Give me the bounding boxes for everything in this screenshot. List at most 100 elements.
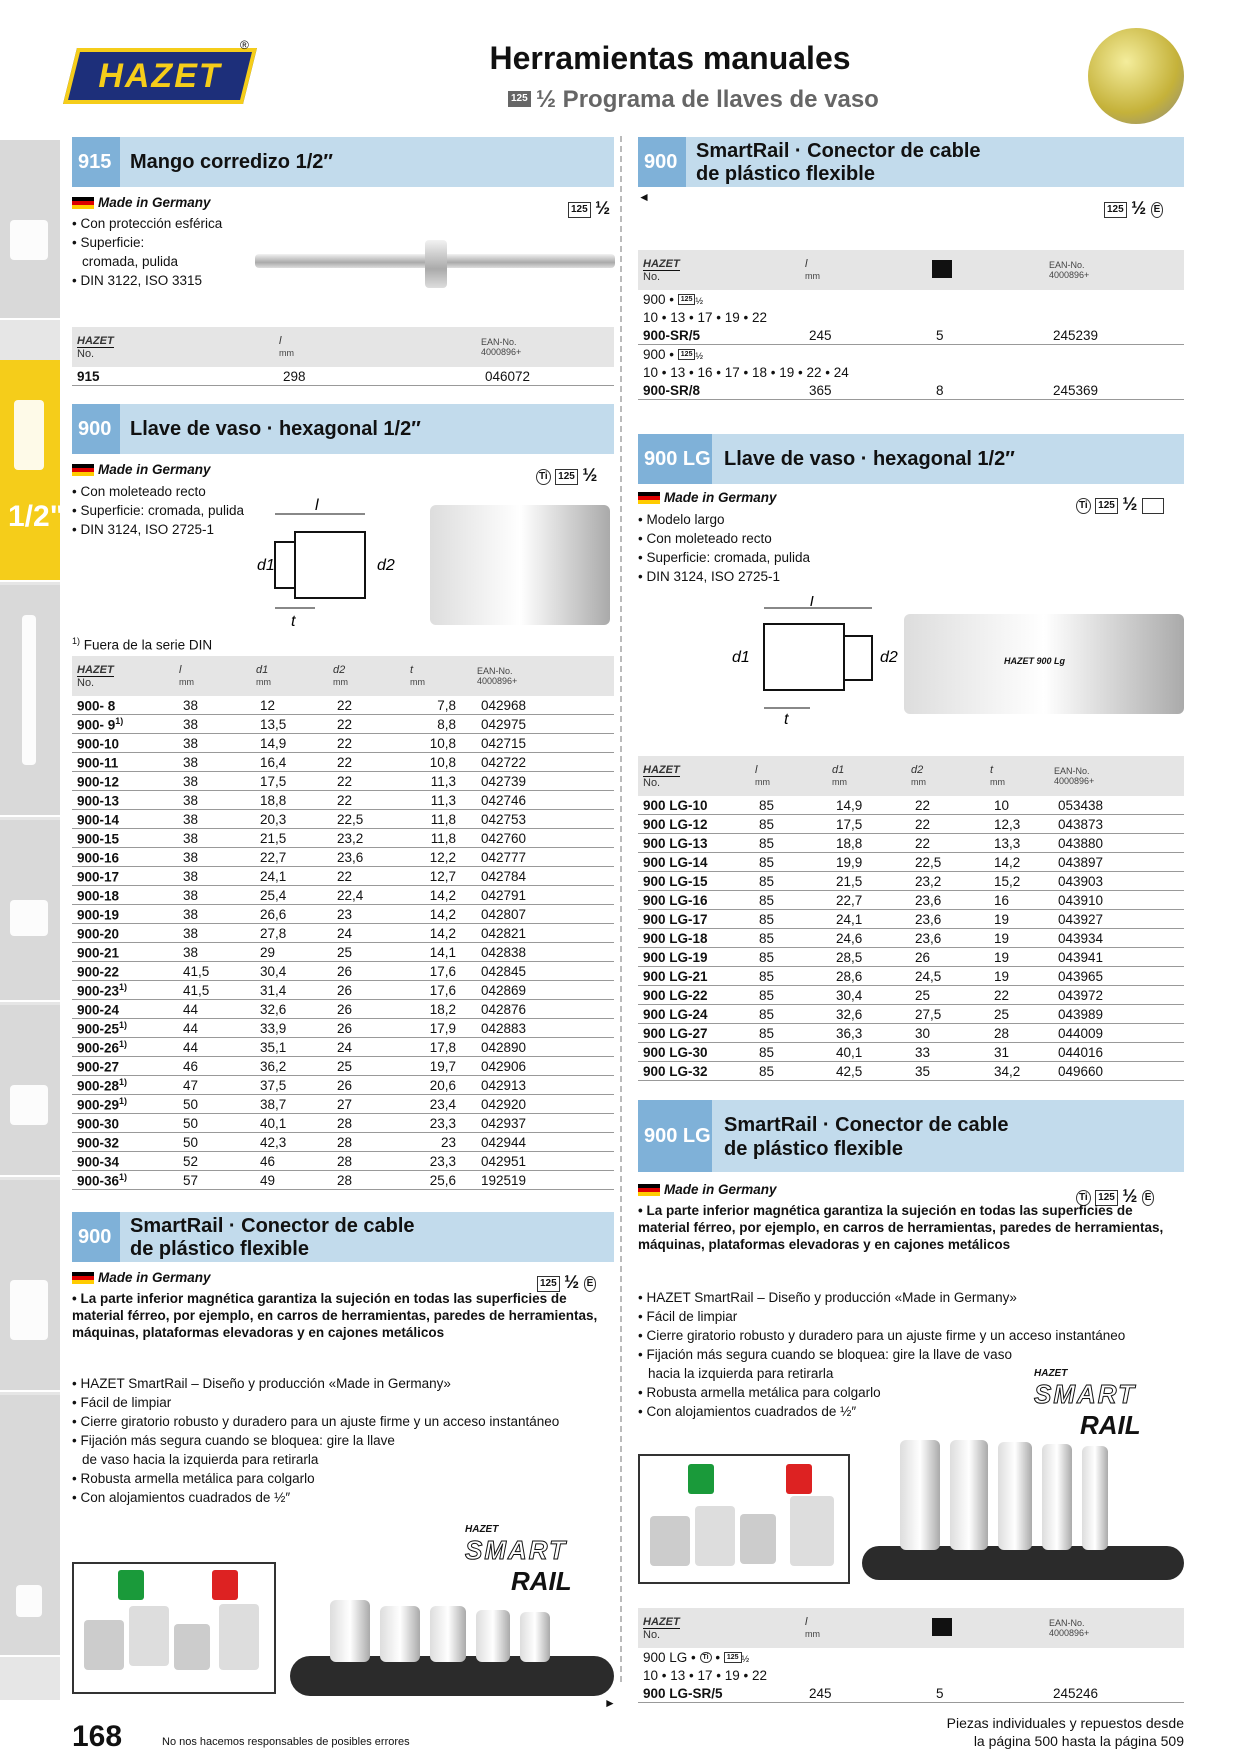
drive-badge: Ti 125 ½ E — [1076, 1186, 1155, 1207]
back-arrow[interactable]: ◄ — [638, 190, 650, 204]
socket-illustration — [740, 1514, 776, 1564]
sidebar-tab-half-inch[interactable]: 1/2" — [0, 360, 64, 582]
table-row: 900 LG-SR/5 245 5 245246 — [638, 1684, 1184, 1703]
hazet-logo: HAZET — [63, 48, 257, 104]
socket-illustration — [695, 1506, 735, 1566]
sidebar-tab-cart[interactable] — [0, 1180, 60, 1392]
socket-icon — [14, 400, 44, 470]
smartrail-lock-diagram — [72, 1562, 276, 1694]
page-subtitle: ½ Programa de llaves de vaso — [536, 86, 879, 113]
table-row: 10 • 13 • 17 • 19 • 22 — [643, 309, 767, 325]
din-icon — [1141, 497, 1164, 514]
svg-text:d2: d2 — [880, 649, 898, 666]
made-in-germany: Made in Germany — [638, 490, 777, 505]
drive-badge: Ti 125 ½ — [536, 465, 597, 486]
info-icon — [16, 1585, 42, 1617]
germany-flag-icon — [72, 464, 94, 477]
extension-icon — [22, 615, 36, 765]
smartrail-magnet-text: • La parte inferior magnética garantiza … — [72, 1291, 598, 1340]
long-socket-photo — [900, 1440, 940, 1550]
quantity-icon — [932, 1617, 952, 1636]
spare-parts-note: Piezas individuales y repuestos desde la… — [946, 1715, 1184, 1749]
socket-illustration — [650, 1516, 690, 1566]
drive-badge: Ti 125 ½ — [1076, 494, 1164, 515]
socket-illustration — [84, 1620, 124, 1670]
socket-illustration — [174, 1624, 210, 1670]
socket-photo — [520, 1612, 550, 1662]
cart-icon — [10, 1280, 48, 1340]
socket-dimension-drawing: l t d1 d2 — [257, 498, 395, 628]
section-header-900lg-smartrail: 900 LG SmartRail · Conector de cable de … — [638, 1100, 1184, 1172]
section-header-915: 915 Mango corredizo 1/2″ — [72, 137, 614, 187]
made-in-germany: Made in Germany — [638, 1182, 777, 1197]
hex-socket-photo — [430, 505, 610, 625]
lock-icon — [212, 1570, 238, 1600]
page-number: 168 — [72, 1720, 123, 1753]
made-in-germany: Made in Germany — [72, 462, 211, 477]
long-socket-photo — [950, 1440, 988, 1550]
table-row: 900-SR/5 245 5 245239 — [638, 326, 1184, 345]
disclaimer: No nos hacemos responsables de posibles … — [162, 1736, 410, 1748]
footnote-din: 1) Fuera de la serie DIN — [72, 636, 213, 653]
socket-photo — [380, 1606, 420, 1662]
sidebar-tab-extension[interactable] — [0, 585, 60, 817]
features-900lg: • Modelo largo • Con moleteado recto • S… — [638, 512, 811, 584]
smartrail-lock-diagram — [638, 1454, 850, 1584]
sidebar-tab-tools[interactable] — [0, 140, 60, 320]
column-divider — [620, 136, 622, 1682]
socket-photo — [430, 1606, 466, 1662]
quantity-icon — [932, 259, 952, 278]
svg-text:d1: d1 — [257, 557, 275, 574]
unlock-icon — [118, 1570, 144, 1600]
smartrail-rail-image — [862, 1546, 1184, 1580]
page-title: Herramientas manuales — [489, 40, 851, 76]
smartrail-logo: HAZET SMART RAIL — [465, 1524, 572, 1596]
mechanic-icon — [10, 1085, 48, 1125]
germany-flag-icon — [638, 492, 660, 505]
long-socket-dimension-drawing: l t d1 d2 — [732, 596, 898, 726]
sidebar-tab-power[interactable] — [0, 820, 60, 1002]
svg-text:t: t — [291, 613, 296, 628]
smartrail-logo: HAZET SMART RAIL — [1034, 1368, 1141, 1440]
section-header-900-smartrail: 900 SmartRail · Conector de cable de plá… — [72, 1212, 614, 1262]
socket-photo — [330, 1600, 370, 1662]
sidebar-tab-mechanic[interactable] — [0, 1005, 60, 1177]
long-socket-photo: HAZET 900 Lg — [904, 614, 1184, 714]
toolbox-icon — [10, 220, 48, 260]
continue-arrow[interactable]: ► — [604, 1696, 616, 1710]
smartrail-rail-image — [290, 1656, 614, 1696]
registered-mark: ® — [240, 38, 249, 52]
features-900lg-smartrail: • HAZET SmartRail – Diseño y producción … — [638, 1290, 1126, 1419]
sidebar-tab-info[interactable] — [0, 1395, 60, 1657]
